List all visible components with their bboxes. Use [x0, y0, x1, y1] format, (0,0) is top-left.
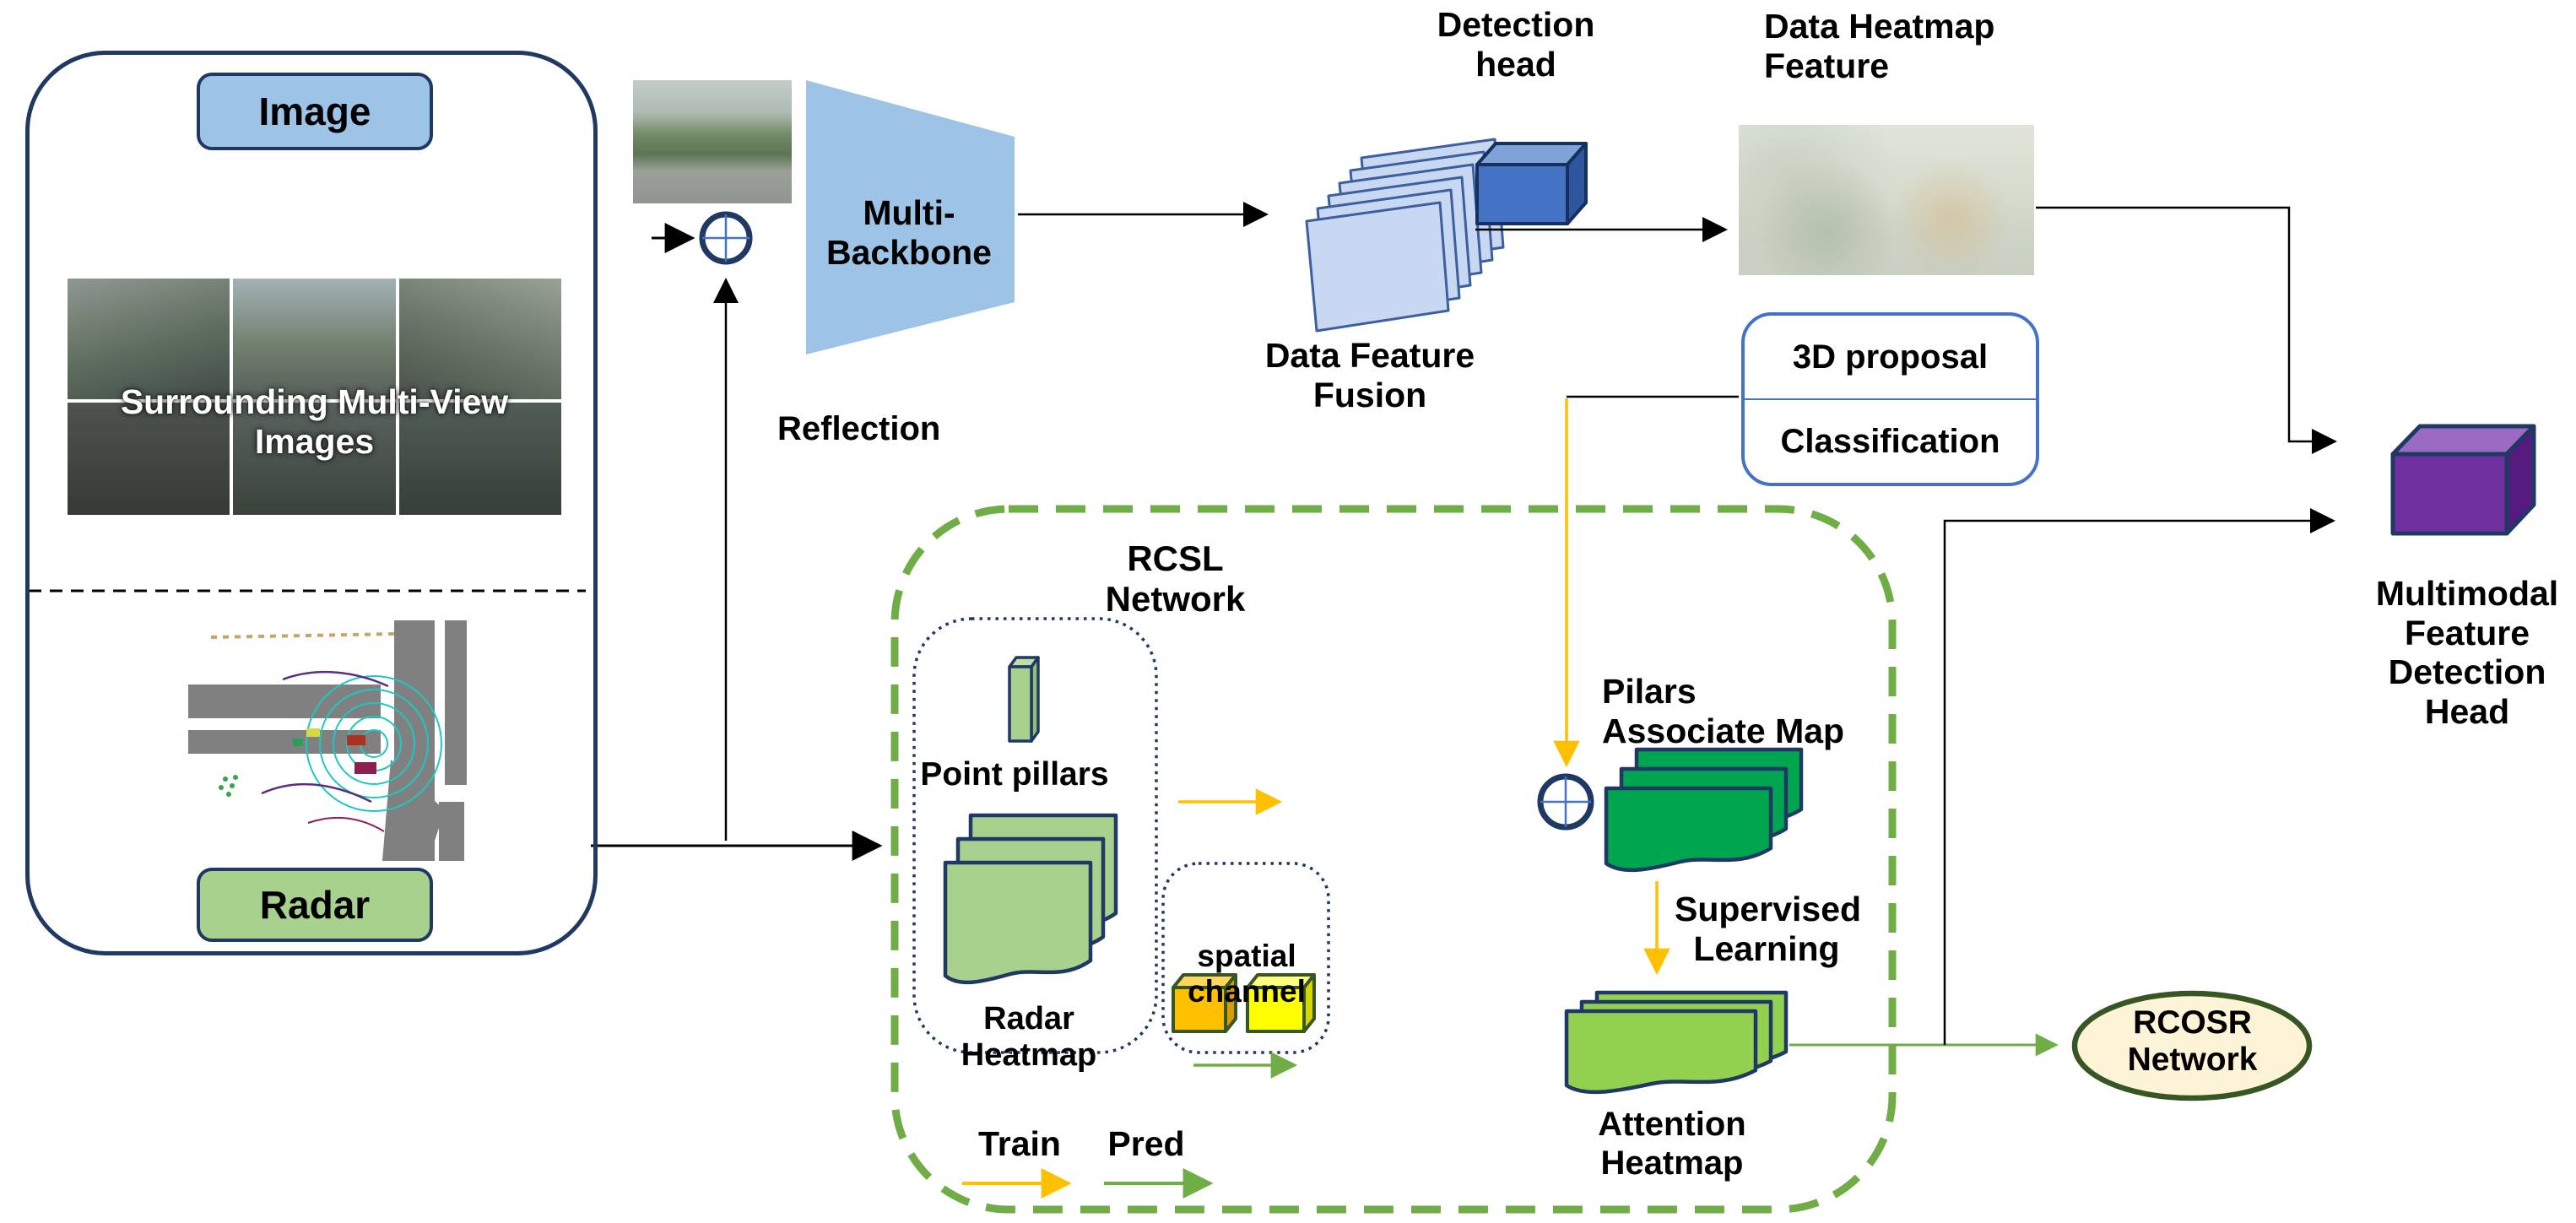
multimodal-head-label: Multimodal Feature Detection Head [2362, 574, 2573, 732]
pillars-association-sum-icon [1537, 773, 1594, 831]
data-feature-fusion-stack [1305, 138, 1505, 333]
camera-image [633, 80, 792, 203]
detection-head-line2: head [1475, 44, 1556, 84]
spatial-channel-label: spatial channel [1160, 939, 1334, 1009]
legend-train-text: Train [978, 1124, 1061, 1163]
multiview-tile [233, 279, 396, 400]
supervised-line1: Supervised [1675, 890, 1862, 928]
multiview-caption: Surrounding Multi-View Images [120, 382, 509, 462]
image-node-label: Image [258, 89, 371, 133]
detection-head-line1: Detection [1437, 5, 1595, 44]
radar-node-label: Radar [259, 883, 371, 927]
multiview-tile [398, 279, 561, 400]
radar-node: Radar [197, 868, 433, 942]
rcosr-network-label: RCOSR Network [2093, 1004, 2292, 1080]
attention-line1: Attention [1598, 1106, 1746, 1143]
path-attention-to-multimodal [1943, 508, 2335, 1045]
rcosr-line1: RCOSR [2133, 1004, 2252, 1041]
multiview-tile [68, 279, 230, 400]
legend-pred-label: Pred [1099, 1124, 1193, 1164]
point-pillars-text: Point pillars [920, 756, 1109, 793]
attention-line2: Heatmap [1600, 1144, 1744, 1182]
proposal-top-cell: 3D proposal [1745, 316, 2036, 398]
backbone-label-text: Multi-Backbone [826, 193, 992, 272]
fusion-label-line2: Fusion [1312, 375, 1427, 414]
reflection-label-text: Reflection [777, 410, 941, 447]
radar-heatmap-label: Radar Heatmap [927, 1001, 1131, 1074]
heatmap-feature-line1: Data Heatmap [1764, 7, 1995, 46]
attention-heatmap-label: Attention Heatmap [1585, 1106, 1759, 1182]
rcsl-title-text: RCSL Network [1105, 538, 1246, 619]
heatmap-feature-line2: Feature [1764, 46, 1890, 85]
backbone-label: Multi-Backbone [804, 193, 1015, 272]
supervised-learning-label: Supervised Learning [1675, 890, 1862, 968]
radar-heatmap-text: Radar Heatmap [961, 1001, 1097, 1074]
pilars-associate-map-stack [1604, 747, 1804, 873]
multimodal-line3: Detection [2388, 652, 2546, 692]
spatial-channel-text: spatial channel [1188, 939, 1306, 1009]
radar-heatmap-stack [943, 813, 1118, 985]
proposal-classification-box: 3D proposal Classification [1741, 312, 2039, 486]
classification-cell: Classification [1745, 398, 2036, 483]
data-heatmap-feature-label: Data Heatmap Feature [1764, 7, 1994, 85]
reflection-label: Reflection [777, 410, 940, 449]
multiview-tile [68, 403, 230, 515]
radar-bev-image [181, 620, 498, 861]
rcsl-title: RCSL Network [1080, 538, 1270, 620]
multiview-tile [398, 403, 561, 515]
multimodal-line2: Feature [2404, 613, 2530, 652]
multiview-grid [68, 279, 561, 515]
legend-pred-text: Pred [1107, 1124, 1185, 1163]
classification-label: Classification [1780, 422, 2000, 460]
rcsl-network-box [890, 505, 1897, 1214]
multiview-image: Surrounding Multi-View Images [68, 279, 561, 515]
image-node: Image [197, 73, 433, 150]
point-pillars-label: Point pillars [918, 756, 1111, 793]
data-heatmap-image [1739, 125, 2034, 275]
multimodal-cube [2390, 424, 2536, 536]
supervised-line2: Learning [1693, 928, 1840, 968]
point-pillar-cuboid [1008, 656, 1040, 743]
radar-bev-graphic [188, 620, 467, 861]
fusion-label-line1: Data Feature [1264, 336, 1475, 375]
multiview-tile [233, 403, 396, 515]
pilars-line2: Associate Map [1602, 711, 1845, 750]
radar-branch-dotted-box [912, 617, 1158, 1054]
legend-train-label: Train [972, 1124, 1067, 1164]
image-fusion-sum-icon [699, 211, 753, 265]
multimodal-line4: Head [2424, 692, 2510, 732]
attention-heatmap-stack [1564, 990, 1789, 1095]
detection-head-cube [1475, 142, 1588, 225]
sensor-input-container [25, 51, 598, 955]
multimodal-line1: Multimodal [2375, 574, 2559, 613]
data-feature-fusion-label: Data Feature Fusion [1261, 336, 1479, 414]
pilars-line1: Pilars [1602, 672, 1697, 711]
path-heatmap-to-multimodal [2036, 206, 2337, 454]
rcosr-line2: Network [2127, 1042, 2258, 1079]
proposal-label: 3D proposal [1792, 338, 1989, 376]
pilars-associate-map-label: Pilars Associate Map [1602, 672, 1844, 750]
detection-head-label: Detection head [1435, 5, 1597, 84]
